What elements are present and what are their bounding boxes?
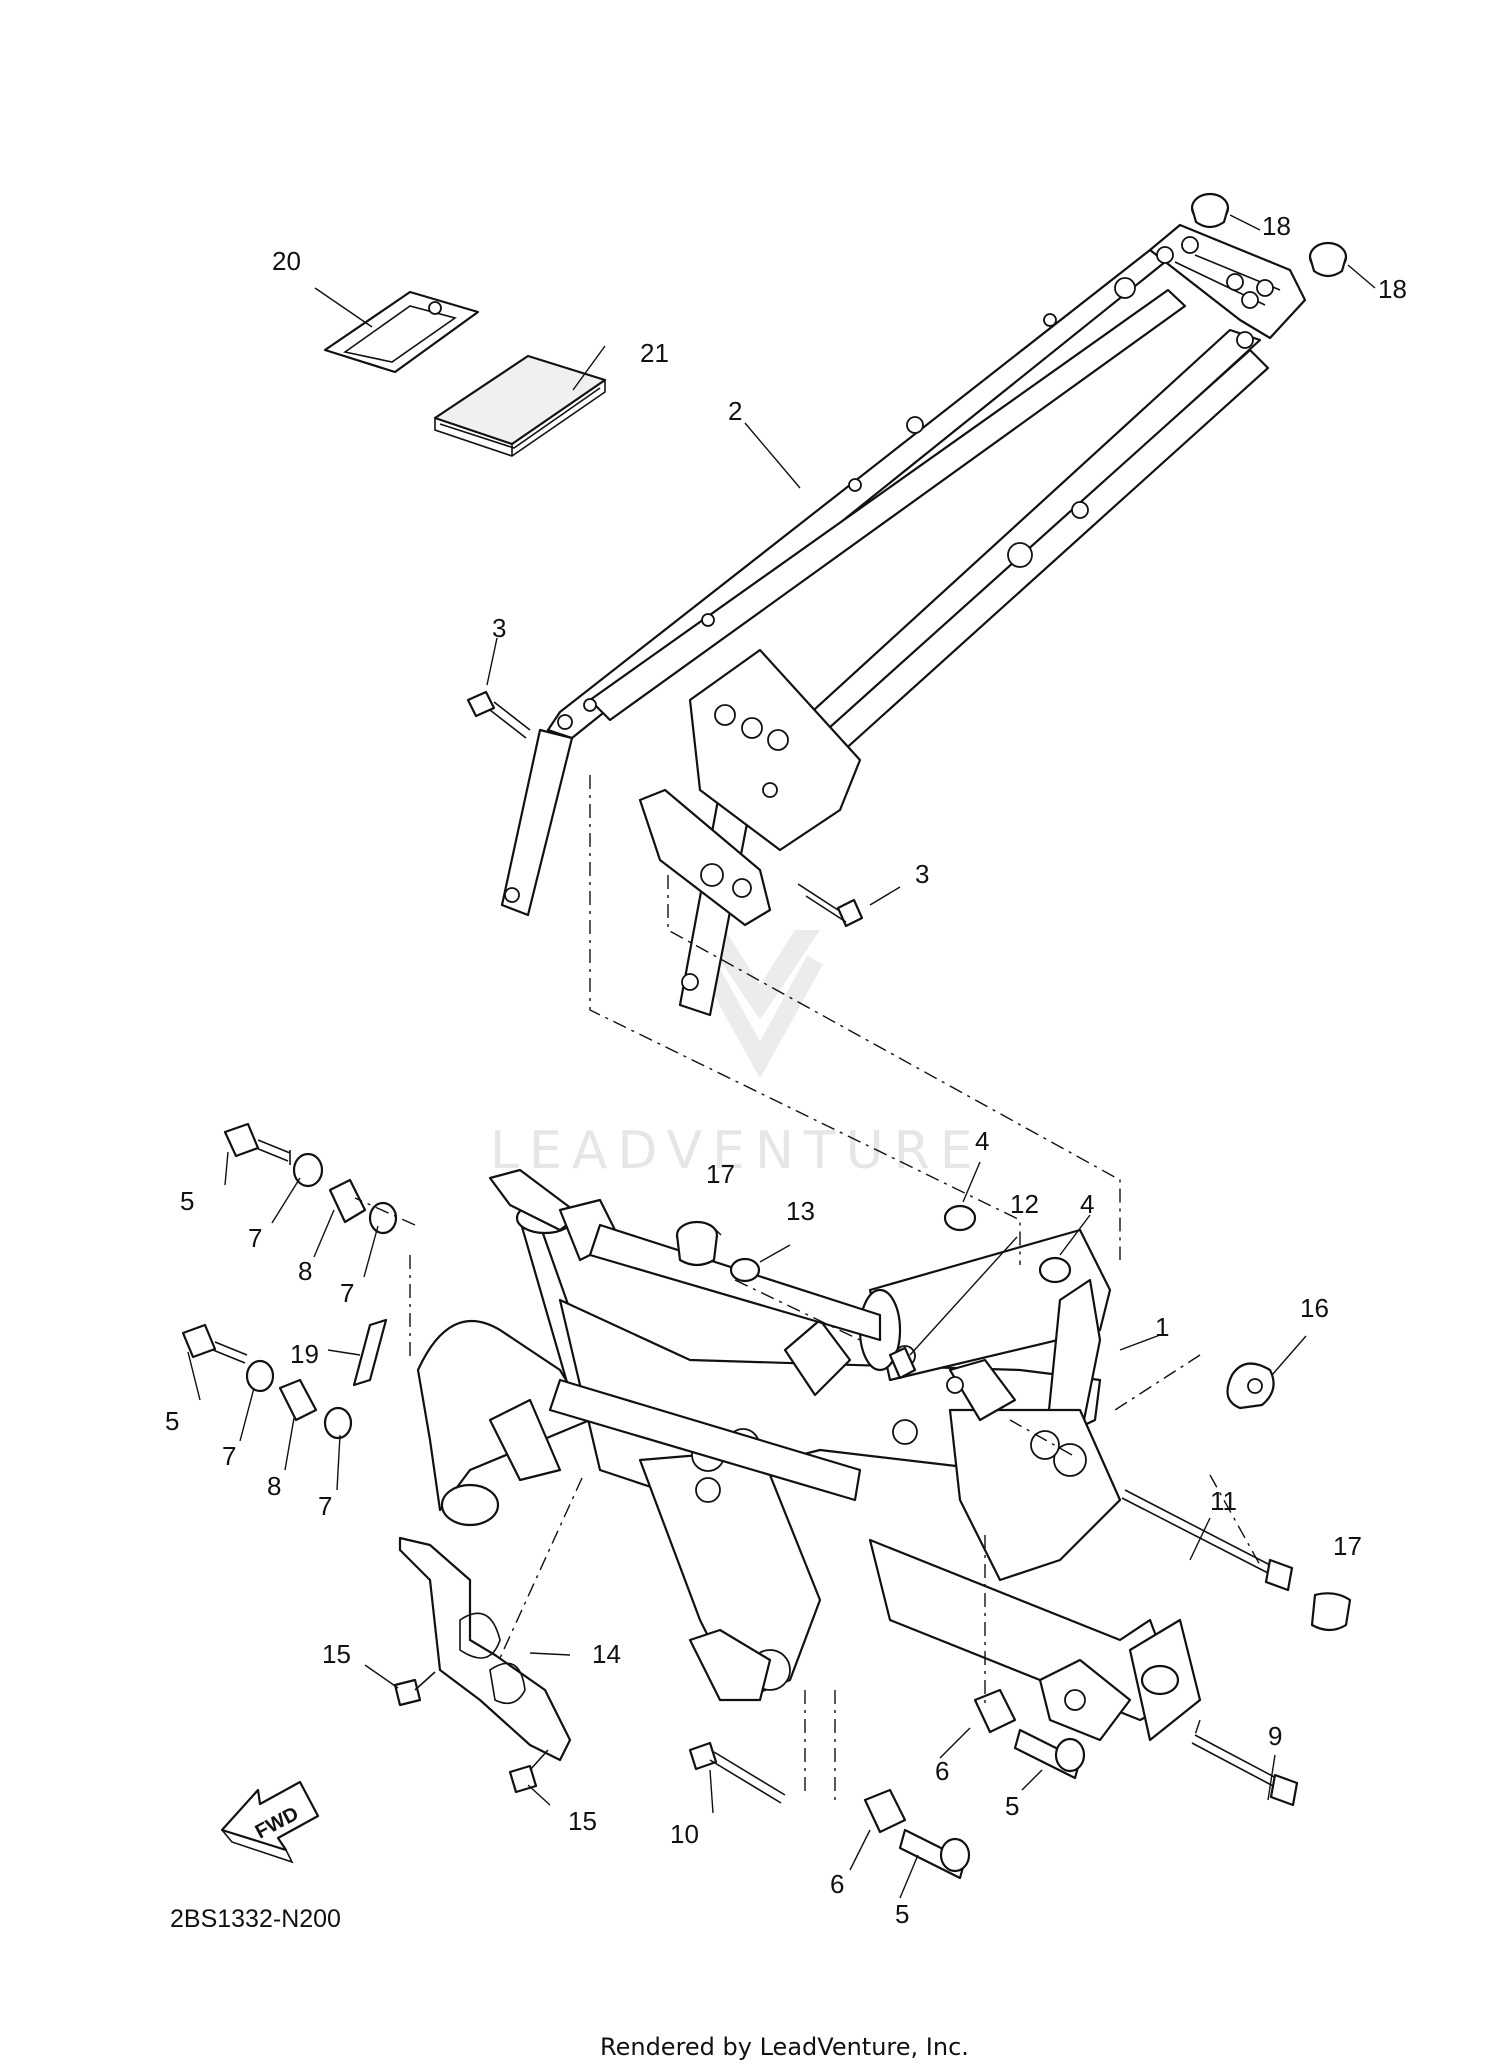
callout-6b: 6 <box>830 1869 844 1899</box>
leader-lines <box>187 214 1376 1899</box>
callout-3b: 3 <box>915 859 929 889</box>
callout-3a: 3 <box>492 613 506 643</box>
callout-18a: 18 <box>1262 211 1291 241</box>
callout-9: 9 <box>1268 1721 1282 1751</box>
callout-7b: 7 <box>340 1278 354 1308</box>
watermark: LEADVENTURE <box>490 930 983 1181</box>
part-1-main-frame <box>416 1168 1202 1742</box>
callout-7c: 7 <box>222 1441 236 1471</box>
callout-13: 13 <box>786 1196 815 1226</box>
part-14-plate <box>398 1536 572 1762</box>
assembly-lines <box>354 775 1261 1800</box>
callout-14: 14 <box>592 1639 621 1669</box>
callout-8b: 8 <box>267 1471 281 1501</box>
fwd-arrow-icon: FWD <box>220 1780 320 1864</box>
part-11-bolt <box>1121 1489 1352 1632</box>
callout-16: 16 <box>1300 1293 1329 1323</box>
front-mount-hardware-upper <box>223 1122 398 1235</box>
callout-6a: 6 <box>935 1756 949 1786</box>
callout-15a: 15 <box>322 1639 351 1669</box>
lower-mount-hardware <box>863 1688 1086 1880</box>
front-mount-hardware-lower <box>181 1323 353 1440</box>
callout-17b: 17 <box>1333 1531 1362 1561</box>
callout-17a: 17 <box>706 1159 735 1189</box>
part-19-strip <box>352 1318 388 1387</box>
part-16-bracket <box>1226 1362 1275 1410</box>
callout-1: 1 <box>1155 1312 1169 1342</box>
callout-20: 20 <box>272 246 301 276</box>
callout-15b: 15 <box>568 1806 597 1836</box>
callout-8a: 8 <box>298 1256 312 1286</box>
callout-19: 19 <box>290 1339 319 1369</box>
part-3-bolts <box>466 690 864 928</box>
collars <box>675 1204 1072 1380</box>
callout-4b: 4 <box>1080 1189 1094 1219</box>
callout-4a: 4 <box>975 1126 989 1156</box>
callout-7d: 7 <box>318 1491 332 1521</box>
footer-credit: Rendered by LeadVenture, Inc. <box>600 2033 969 2061</box>
part-9-bolt <box>1191 1734 1299 1807</box>
callout-5a: 5 <box>180 1186 194 1216</box>
callout-21: 21 <box>640 338 669 368</box>
callouts: 20 21 2 18 18 3 3 4 4 17 13 12 1 16 5 7 … <box>165 211 1407 1929</box>
callout-11: 11 <box>1210 1486 1237 1516</box>
part-21-manual <box>433 354 607 457</box>
part-2-rear-subframe <box>500 223 1307 1017</box>
part-20-label <box>323 290 480 374</box>
callout-5d: 5 <box>895 1899 909 1929</box>
callout-18b: 18 <box>1378 274 1407 304</box>
callout-10: 10 <box>670 1819 699 1849</box>
callout-12: 12 <box>1010 1189 1039 1219</box>
part-10-bolt <box>688 1741 786 1804</box>
callout-5c: 5 <box>1005 1791 1019 1821</box>
reference-code: 2BS1332-N200 <box>170 1905 341 1933</box>
callout-2: 2 <box>728 396 742 426</box>
callout-7a: 7 <box>248 1223 262 1253</box>
callout-5b: 5 <box>165 1406 179 1436</box>
watermark-text: LEADVENTURE <box>490 1121 983 1181</box>
part-18-dampers <box>1190 192 1348 278</box>
